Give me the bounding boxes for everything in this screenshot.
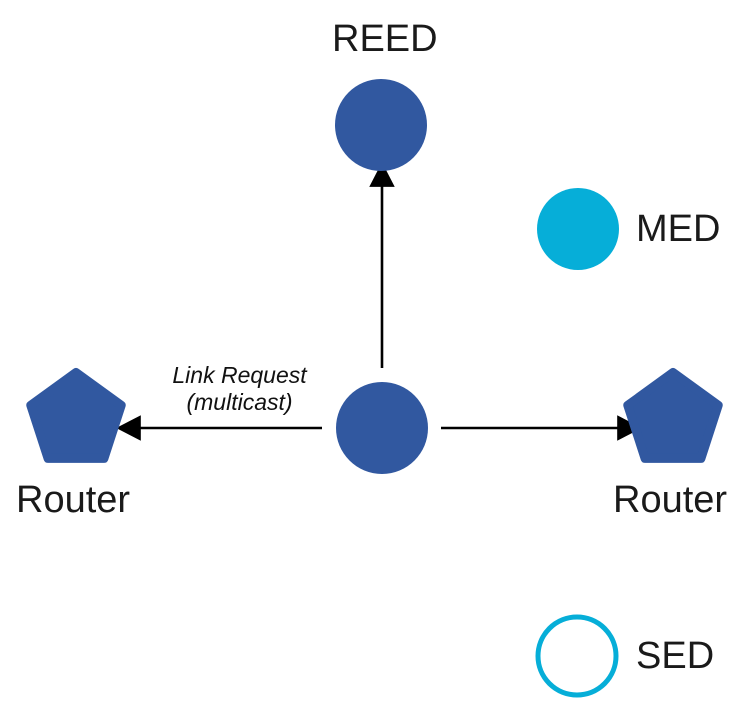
- reed-node-label: REED: [332, 18, 438, 60]
- reed-node-circle[interactable]: [335, 79, 427, 171]
- router-right-node-pentagon[interactable]: [623, 368, 723, 463]
- node-shape-group: [26, 79, 723, 698]
- sed-node-label: SED: [636, 635, 715, 677]
- router-left-node-pentagon[interactable]: [26, 368, 126, 463]
- router-left-node-label: Router: [16, 479, 131, 521]
- sed-node-circle[interactable]: [535, 614, 619, 698]
- link-request-label-line1: Link Request: [172, 362, 307, 388]
- med-node-circle[interactable]: [537, 188, 619, 270]
- med-node-label: MED: [636, 208, 721, 250]
- arrow-group: [116, 162, 642, 441]
- link-request-label-line2: (multicast): [186, 389, 293, 416]
- router-right-node-label: Router: [613, 479, 728, 521]
- center-router-node-circle[interactable]: [336, 382, 428, 474]
- link-request-multicast-label: Link Request (multicast): [167, 362, 312, 416]
